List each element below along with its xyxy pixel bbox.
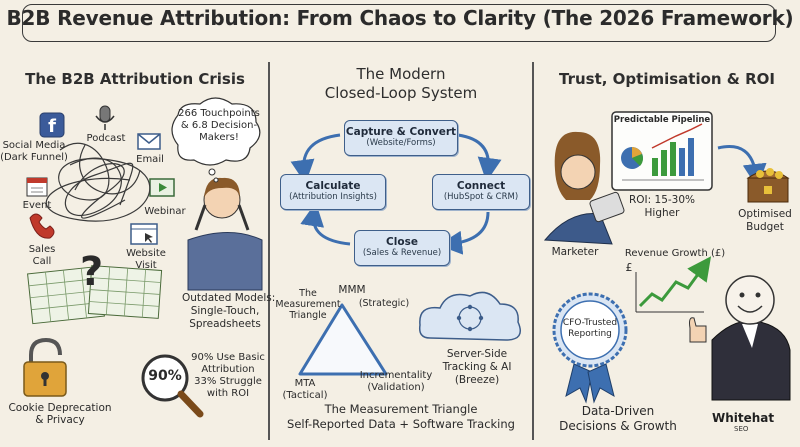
loop-step-capture: Capture & Convert (Website/Forms) xyxy=(344,120,458,156)
close-subtitle: (Sales & Revenue) xyxy=(362,248,442,258)
crisis-heading: The B2B Attribution Crisis xyxy=(25,70,245,88)
stressed-person-icon xyxy=(187,177,263,291)
brand-logo-sub: SEO xyxy=(734,425,749,433)
connect-title: Connect xyxy=(456,180,506,192)
padlock-icon xyxy=(23,337,67,397)
webinar-icon xyxy=(149,178,175,197)
phone-icon xyxy=(29,213,55,239)
triangle-label: The Measurement Triangle xyxy=(275,288,341,321)
cookie-deprecation-label: Cookie Deprecation & Privacy xyxy=(8,402,112,426)
channel-social-media: Social Media (Dark Funnel) xyxy=(0,140,68,163)
cloud-icon xyxy=(418,291,521,341)
page-title: B2B Revenue Attribution: From Chaos to C… xyxy=(6,6,794,30)
channel-webinar: Webinar xyxy=(144,206,186,217)
tangled-journey-scribble xyxy=(45,142,151,222)
close-title: Close xyxy=(386,236,418,248)
title-frame xyxy=(22,4,776,42)
touchpoints-thought: 266 Touchpoints & 6.8 Decision- Makers! xyxy=(178,108,260,143)
incrementality-label: Incrementality (Validation) xyxy=(359,370,433,393)
calendar-icon xyxy=(26,177,48,197)
measurement-triangle xyxy=(298,303,388,376)
measurement-triangle-footer: The Measurement Triangle Self-Reported D… xyxy=(287,402,515,431)
calculate-subtitle: (Attribution Insights) xyxy=(289,192,377,202)
closed-loop-arrows xyxy=(290,133,502,255)
optimised-budget-label: Optimised Budget xyxy=(738,208,792,233)
businessman-smiley-icon xyxy=(689,275,791,401)
closed-loop-heading: The Modern Closed-Loop System xyxy=(324,65,478,102)
marketer-label: Marketer xyxy=(551,246,599,258)
channel-website-visit: Website Visit xyxy=(126,248,166,271)
mta-label: MTA (Tactical) xyxy=(282,378,328,401)
loop-step-close: Close (Sales & Revenue) xyxy=(354,230,450,266)
svg-text:f: f xyxy=(48,116,56,137)
channel-podcast: Podcast xyxy=(86,133,126,144)
channel-event: Event xyxy=(22,200,52,211)
channel-sales-call: Sales Call xyxy=(28,244,56,267)
growth-axis-currency: £ xyxy=(625,261,633,274)
data-driven-decisions-label: Data-Driven Decisions & Growth xyxy=(559,404,677,433)
capture-title: Capture & Convert xyxy=(345,126,457,138)
loop-step-connect: Connect (HubSpot & CRM) xyxy=(432,174,530,210)
dashboard-title: Predictable Pipeline xyxy=(613,115,711,125)
treasure-chest-icon xyxy=(746,168,790,203)
dashboard-screen xyxy=(611,111,713,191)
facebook-icon: f xyxy=(39,112,65,138)
channel-email: Email xyxy=(136,154,164,165)
server-side-tracking-label: Server-Side Tracking & AI (Breeze) xyxy=(442,348,512,386)
mmm-label: MMM xyxy=(338,284,366,296)
browser-icon xyxy=(130,223,158,245)
brand-logo: Whitehat xyxy=(712,411,775,425)
question-mark-icon: ? xyxy=(80,249,103,295)
marketer-person-icon xyxy=(543,131,625,245)
cfo-rosette-badge xyxy=(552,292,628,404)
magnifying-glass-icon xyxy=(141,354,204,418)
attribution-stats-label: 90% Use Basic Attribution 33% Struggle w… xyxy=(191,352,265,399)
magnifier-percentage: 90% xyxy=(148,368,182,384)
trust-heading: Trust, Optimisation & ROI xyxy=(558,70,775,88)
budget-arrow xyxy=(717,145,767,188)
thought-bubble xyxy=(171,97,261,183)
mmm-sublabel: (Strategic) xyxy=(358,298,410,309)
email-icon xyxy=(137,133,161,150)
column-divider-right xyxy=(532,62,534,440)
outdated-models-label: Outdated Models: Single-Touch, Spreadshe… xyxy=(182,292,276,330)
calculate-title: Calculate xyxy=(305,180,361,192)
cfo-trusted-badge-text: CFO-Trusted Reporting xyxy=(562,318,618,339)
microphone-icon xyxy=(95,105,115,130)
capture-subtitle: (Website/Forms) xyxy=(366,138,436,148)
revenue-growth-label: Revenue Growth (£) xyxy=(624,248,726,259)
revenue-growth-chart xyxy=(635,256,712,313)
column-divider-left xyxy=(268,62,270,440)
loop-step-calculate: Calculate (Attribution Insights) xyxy=(280,174,386,210)
spreadsheet-icon xyxy=(27,265,163,325)
roi-label: ROI: 15-30% Higher xyxy=(628,194,696,219)
connect-subtitle: (HubSpot & CRM) xyxy=(443,192,519,202)
